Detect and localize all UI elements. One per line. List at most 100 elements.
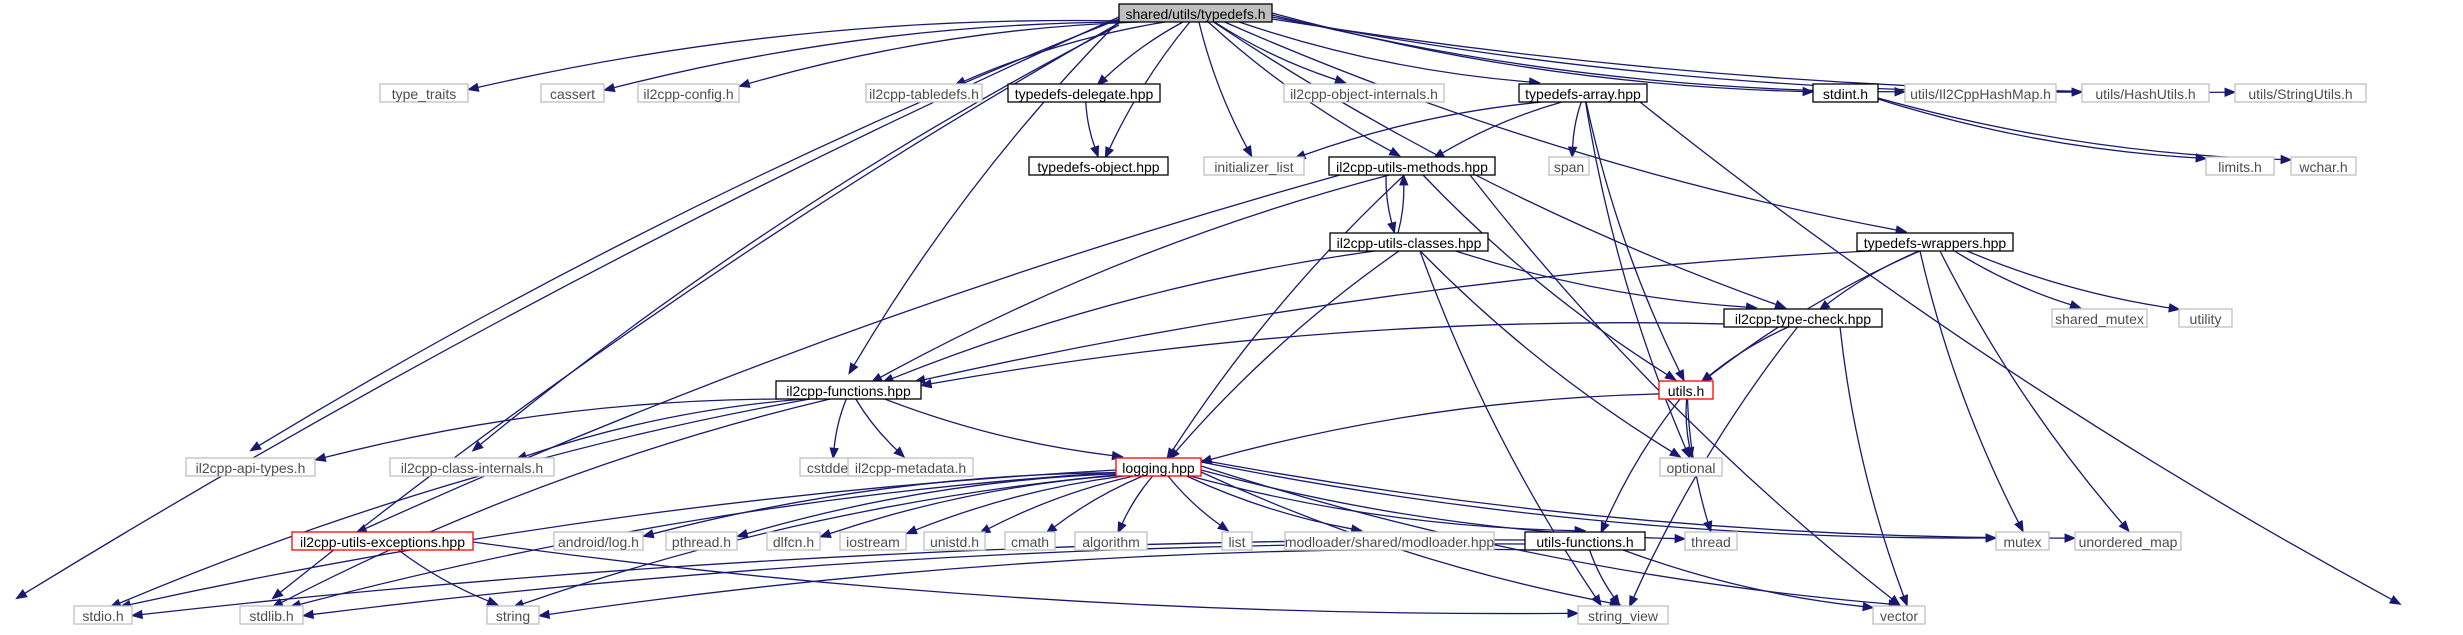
edge-arrowhead: [1399, 173, 1409, 186]
node-box: [1004, 531, 1056, 551]
edge-line: [1919, 250, 2020, 523]
edge-typedefs_h-to-il2cpp_api_types: [249, 18, 1120, 452]
node-string-view: string_view: [1577, 605, 1669, 625]
edge-line: [829, 474, 1117, 535]
node-box: [766, 531, 821, 551]
edge-line: [1053, 475, 1144, 528]
edge-arrowhead: [602, 82, 616, 93]
node-label: logging.hpp: [1122, 460, 1195, 476]
node-thread: thread: [1684, 531, 1738, 551]
edge-line: [1571, 101, 1582, 148]
edge-line: [1271, 12, 1804, 93]
node-utils-functions[interactable]: utils-functions.h: [1524, 531, 1646, 551]
node-label: android/log.h: [558, 534, 639, 550]
node-label: shared_mutex: [2055, 311, 2144, 327]
node-initializer-list: initializer_list: [1203, 156, 1305, 176]
node-label: string_view: [1588, 608, 1659, 624]
node-typedefs-wrappers[interactable]: typedefs-wrappers.hpp: [1856, 232, 2014, 252]
node-unistd-h: unistd.h: [923, 531, 986, 551]
node-box: [1658, 380, 1714, 400]
edge-line: [988, 475, 1134, 530]
node-shared-mutex: shared_mutex: [2051, 308, 2148, 328]
node-typedefs-delegate[interactable]: typedefs-delegate.hpp: [1007, 83, 1161, 103]
edge-arrowhead: [1899, 594, 1908, 607]
edge-il2cpp_utils_classes-to-il2cpp_utils_methods: [1397, 173, 1409, 234]
edge-line: [1238, 21, 1530, 83]
node-utils-h[interactable]: utils.h: [1658, 380, 1714, 400]
node-label: string: [496, 608, 530, 624]
edge-line: [1966, 250, 2170, 309]
node-il2cpp-type-check[interactable]: il2cpp-type-check.hpp: [1723, 308, 1883, 328]
node-label: initializer_list: [1214, 159, 1293, 175]
edge-logging_hpp-to-android_log: [641, 471, 1117, 539]
edge-logging_hpp-to-list: [1167, 475, 1230, 532]
edge-il2cpp_functions-to-stdio_h: [109, 398, 811, 608]
edge-arrowhead: [1668, 447, 1682, 458]
edge-arrowhead: [737, 78, 751, 88]
edge-utils_functions-to-string: [537, 548, 1541, 619]
node-label: mutex: [2003, 534, 2041, 550]
edge-logging_hpp-to-iostream: [905, 475, 1124, 535]
edge-arrowhead: [301, 609, 315, 620]
edge-line: [119, 398, 811, 604]
edges-layer: [15, 12, 2402, 620]
edge-line: [477, 19, 1120, 89]
edge-arrowhead: [2195, 153, 2208, 163]
node-label: cmath: [1011, 534, 1049, 550]
edge-utils_functions-to-vector: [1622, 549, 1875, 612]
node-box: [540, 83, 605, 103]
node-label: il2cpp-object-internals.h: [1290, 86, 1438, 102]
edge-line: [299, 471, 1121, 606]
node-box: [1872, 605, 1926, 625]
node-box: [923, 531, 986, 551]
node-label: stdlib.h: [249, 608, 293, 624]
edge-line: [1685, 398, 1691, 449]
node-il2cpp-utils-exceptions[interactable]: il2cpp-utils-exceptions.hpp: [291, 531, 474, 551]
edge-arrowhead: [2071, 87, 2084, 97]
edge-arrowhead: [1096, 74, 1109, 86]
edge-il2cpp_type_check-to-utils_h: [1700, 326, 1789, 383]
node-il2cpp-utils-methods[interactable]: il2cpp-utils-methods.hpp: [1328, 156, 1496, 176]
edge-typedefs_array-to-optional: [1584, 101, 1691, 459]
edge-il2cpp_type_check-to-vector: [1839, 326, 1908, 607]
node-box: [1203, 156, 1305, 176]
edge-arrowhead: [2064, 533, 2077, 543]
node-label: utils/Il2CppHashMap.h: [1910, 86, 2051, 102]
edge-arrowhead: [1664, 370, 1677, 381]
edge-typedefs_h-to-cassert: [602, 21, 1126, 93]
edge-line: [258, 18, 1120, 447]
node-il2cpp-utils-classes[interactable]: il2cpp-utils-classes.hpp: [1329, 232, 1489, 252]
edge-line: [1213, 21, 1777, 306]
node-typedefs-object[interactable]: typedefs-object.hpp: [1028, 156, 1169, 176]
node-string: string: [486, 605, 540, 625]
edge-arrowhead: [919, 379, 933, 389]
node-il2cpp-functions[interactable]: il2cpp-functions.hpp: [775, 380, 922, 400]
node-box: [1577, 605, 1669, 625]
edge-line: [746, 473, 1117, 535]
node-box: [185, 457, 316, 477]
edge-arrowhead: [1104, 146, 1115, 159]
node-box: [1221, 531, 1253, 551]
edge-il2cpp_utils_methods-to-il2cpp_utils_classes: [1385, 174, 1397, 235]
node-stdint-h[interactable]: stdint.h: [1812, 83, 1879, 103]
node-label: pthread.h: [672, 534, 731, 550]
node-label: il2cpp-api-types.h: [196, 460, 306, 476]
node-logging-hpp[interactable]: logging.hpp: [1115, 457, 1202, 477]
edge-line: [1939, 250, 2123, 525]
node-dlfcn-h: dlfcn.h: [766, 531, 821, 551]
node-typedefs-h[interactable]: shared/utils/typedefs.h: [1118, 3, 1273, 23]
edge-typedefs_h-to-il2cpp_type_check: [1213, 21, 1787, 309]
node-typedefs-array[interactable]: typedefs-array.hpp: [1518, 83, 1648, 103]
edge-arrowhead: [819, 528, 832, 538]
node-il2cpp-tabledefs: il2cpp-tabledefs.h: [865, 83, 983, 103]
edge-arrowhead: [1388, 146, 1402, 157]
node-label: typedefs-object.hpp: [1037, 159, 1159, 175]
node-label: type_traits: [392, 86, 457, 102]
node-box: [1518, 83, 1648, 103]
edge-arrowhead: [1567, 146, 1578, 159]
node-box: [73, 605, 133, 625]
edge-line: [1584, 101, 1687, 449]
node-label: unistd.h: [930, 534, 979, 550]
edge-line: [880, 174, 1390, 378]
edge-arrowhead: [537, 609, 551, 619]
